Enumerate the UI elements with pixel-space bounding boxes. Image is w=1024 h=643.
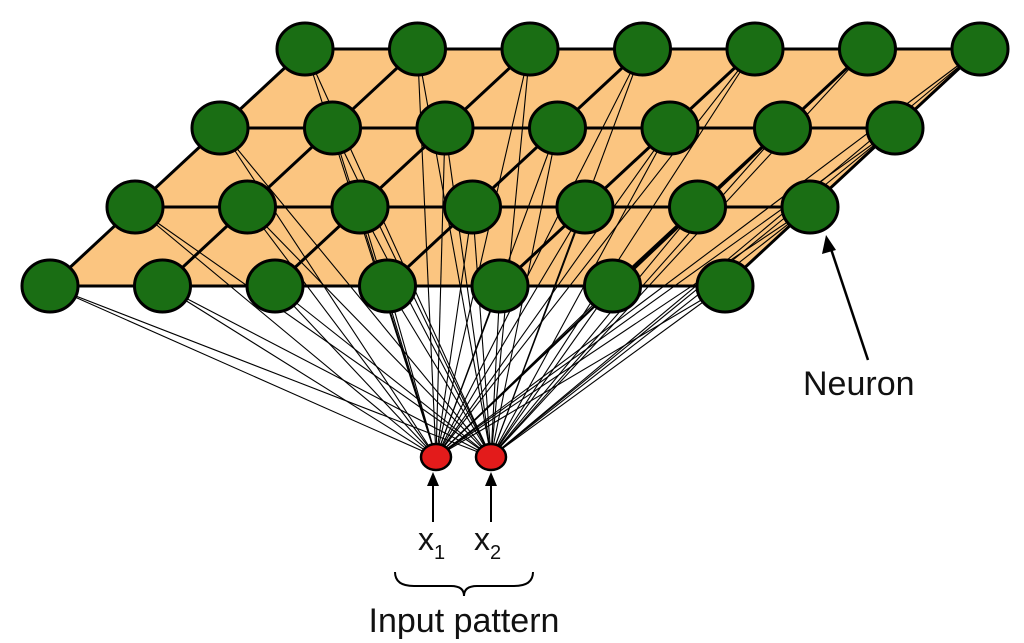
weight-connection [490,206,698,458]
neuron-node [105,179,165,235]
column-line [48,47,307,288]
input-node-x2 [474,442,508,472]
neuron-node [725,21,785,77]
neuron-node [218,179,277,235]
neuron-node [950,21,1010,77]
weight-connection [274,285,437,458]
neuron-node [838,21,897,77]
neuron-node [668,179,727,235]
input-nodes [419,442,508,472]
neuron-node [780,179,840,235]
weight-connection [247,206,437,458]
input-pattern-brace [394,571,534,597]
x1-arrowhead [427,472,439,486]
weight-connection [435,127,446,458]
neuron-node [613,21,672,77]
weight-connection [490,127,896,458]
column-line [723,47,982,288]
column-line [386,47,644,288]
neuron-pointer-arrow [827,242,870,361]
neuron-node [388,21,447,77]
weight-connection [490,285,501,458]
weight-connection [435,48,531,458]
weight-connection [490,48,644,458]
input-node-x1 [419,442,453,472]
neuron-node [330,179,390,235]
neuron-grid [20,21,1010,314]
neuron-node [190,100,250,156]
input-pattern-label: Input pattern [369,602,560,640]
weight-connection [444,127,492,458]
weight-connection [435,206,474,458]
neuron-node [640,100,700,156]
weight-connection [490,206,811,458]
weight-connection [435,48,756,458]
x2-label: x2 [474,521,501,564]
neuron-node [358,258,417,314]
weight-connection [435,206,586,458]
neuron-node [470,258,530,314]
neuron-node [753,100,812,156]
weight-connection [134,206,437,458]
neuron-node [133,258,192,314]
neuron-node [275,21,335,77]
neuron-node [583,258,642,314]
weight-connection [435,127,671,458]
weight-connection [490,127,671,458]
x2-label-subscript: 2 [490,542,501,564]
neuron-node [20,258,80,314]
weight-connection [435,285,726,458]
x1-label-subscript: 1 [434,542,445,564]
neuron-pointer-arrowhead [822,235,836,254]
weight-connection [247,206,492,458]
weight-connection [219,127,492,458]
weight-connection [162,285,437,458]
neuron-node [415,100,475,156]
neuron-node [500,21,560,77]
neuron-node [443,179,502,235]
neuron-node [245,258,305,314]
weight-connection [134,206,492,458]
weight-connection [490,285,726,458]
neuron-node [528,100,587,156]
x1-label: x1 [418,521,445,564]
weight-connection [490,48,531,458]
weight-connection [274,285,492,458]
column-line [161,47,419,288]
weight-connection [435,48,643,458]
weight-connection [490,48,756,458]
x1-label-base: x [418,521,434,557]
neuron-label: Neuron [803,365,915,403]
weight-connection [490,285,613,458]
x2-label-base: x [474,521,490,557]
x2-arrowhead [485,472,497,486]
neuron-node [303,100,362,156]
weight-connection [49,285,437,458]
neuron-node [695,258,755,314]
neuron-node [865,100,925,156]
weight-connection [386,285,437,458]
neuron-node [555,179,615,235]
annotations: Neuron x1 x2 Input pattern [369,235,915,640]
